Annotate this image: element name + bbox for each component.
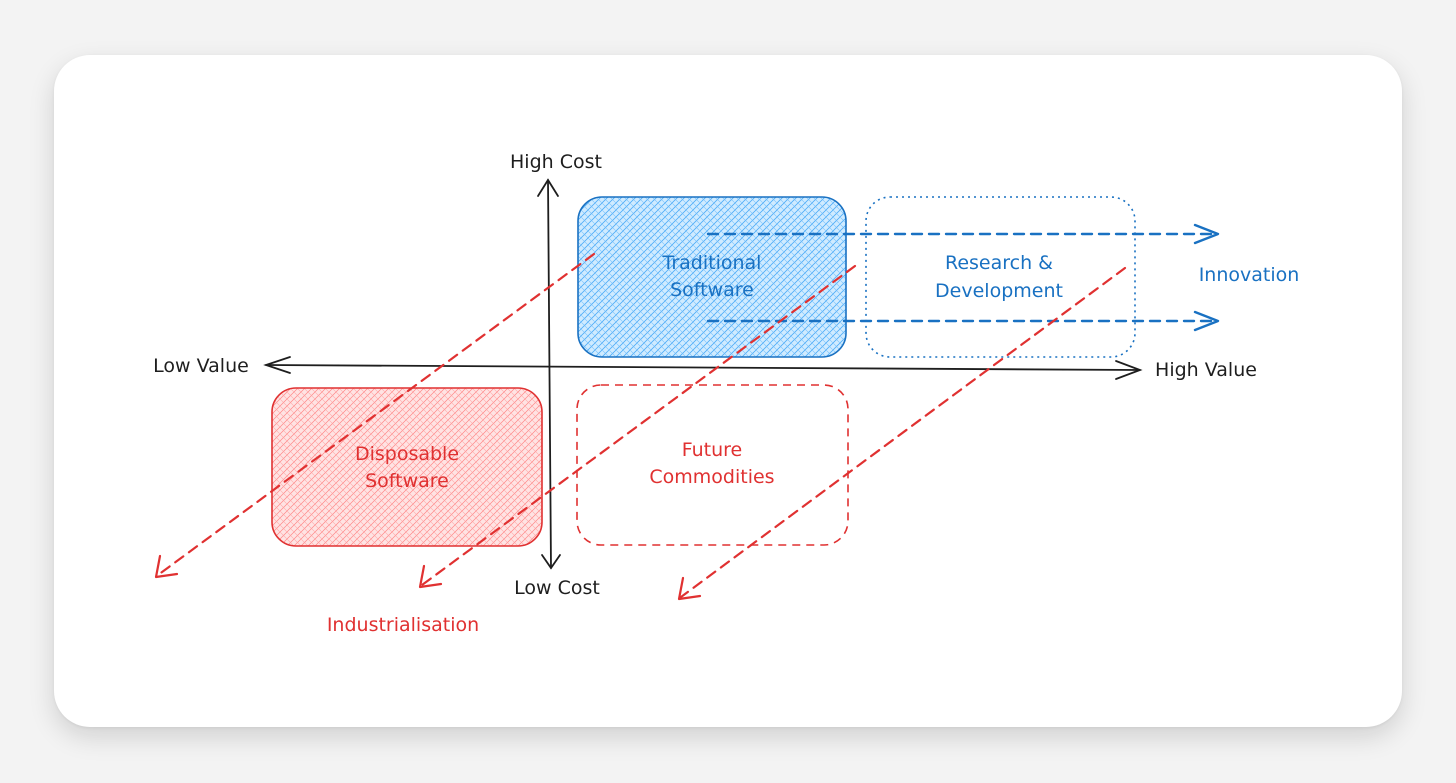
traditional-label-line1: Traditional (662, 252, 762, 274)
arrowhead-down-left-icon (677, 576, 702, 601)
arrow-right-icon (1115, 360, 1143, 380)
disposable-label-line2: Software (365, 470, 449, 492)
research-label-line1: Research & (945, 252, 1053, 274)
industrialisation-arrow-1 (156, 252, 596, 577)
industrialisation-arrow-3 (679, 266, 1127, 599)
box-traditional-software[interactable] (577, 196, 847, 358)
arrowhead-right-icon (1193, 223, 1220, 245)
research-label-line2: Development (935, 280, 1063, 302)
axis-label-low-cost: Low Cost (514, 577, 600, 599)
box-future-commodities[interactable] (576, 384, 849, 546)
arrow-up-icon (537, 178, 559, 197)
horizontal-axis (263, 356, 1143, 380)
axis-label-low-value: Low Value (153, 355, 249, 377)
vertical-axis (537, 178, 561, 570)
innovation-label: Innovation (1199, 264, 1300, 286)
industrialisation-arrow-2 (420, 264, 857, 587)
arrowhead-right-icon (1193, 310, 1220, 332)
commodities-label-line1: Future (682, 439, 743, 461)
axis-label-high-cost: High Cost (510, 151, 602, 173)
canvas-card (54, 55, 1402, 727)
arrowhead-down-left-icon (418, 564, 443, 589)
industrialisation-label: Industrialisation (327, 614, 479, 636)
axis-label-high-value: High Value (1155, 359, 1257, 381)
disposable-label-line1: Disposable (355, 443, 459, 465)
industrialisation-arrows (156, 252, 1127, 599)
box-disposable-software[interactable] (271, 387, 543, 547)
arrowhead-down-left-icon (154, 554, 179, 579)
commodities-label-line2: Commodities (649, 466, 774, 488)
arrow-down-icon (541, 554, 561, 570)
traditional-label-line2: Software (670, 279, 754, 301)
arrow-left-icon (263, 356, 291, 374)
innovation-arrows (706, 232, 1218, 323)
box-research-development[interactable] (865, 196, 1136, 358)
